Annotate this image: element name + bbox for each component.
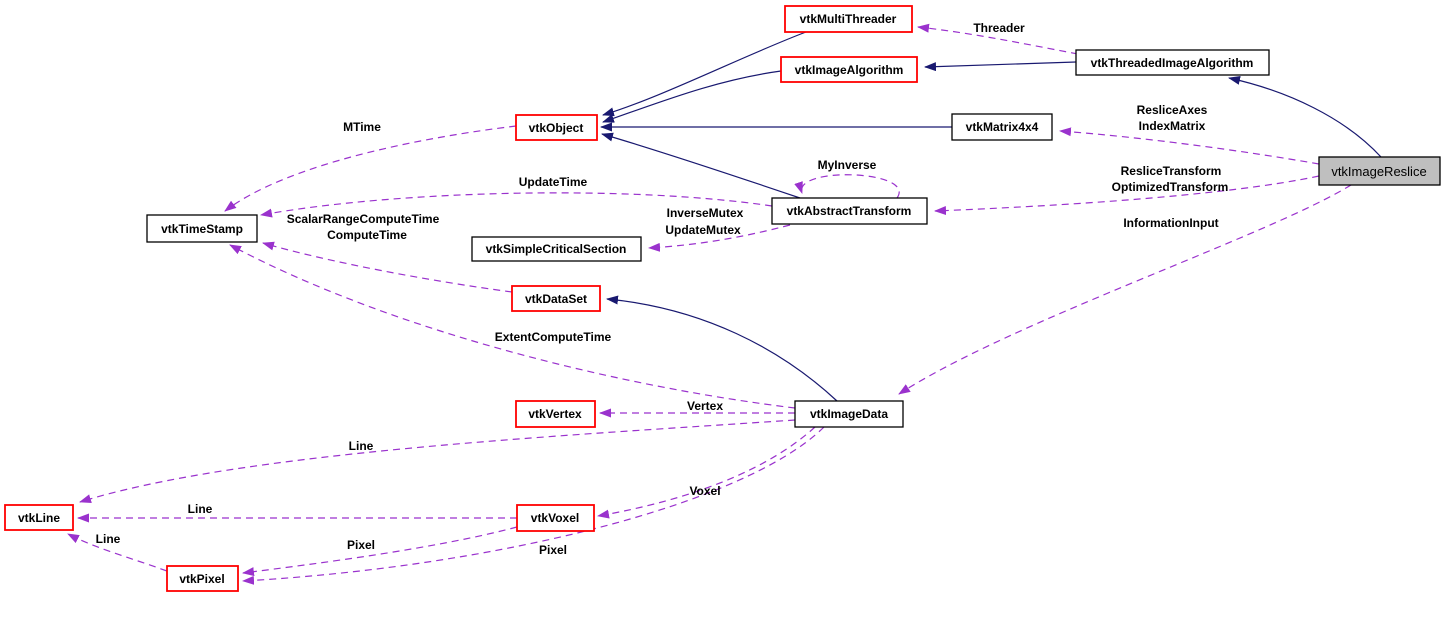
node-vtkline-box bbox=[4, 504, 74, 531]
node-vtkvoxel[interactable]: vtkVoxel bbox=[516, 504, 595, 532]
edge-pixel-from-voxel bbox=[242, 526, 518, 577]
node-vtkvoxel-label: vtkVoxel bbox=[531, 511, 579, 525]
edge-resliceaxes-indexmatrix bbox=[1059, 127, 1320, 165]
edge-label-pixel-left: Pixel bbox=[347, 538, 375, 552]
edge-label-extentcomputetime: ExtentComputeTime bbox=[495, 330, 612, 344]
edge-label-indexmatrix: IndexMatrix bbox=[1139, 119, 1206, 133]
edge-label-mtime: MTime bbox=[343, 120, 381, 134]
edge-imagereslice-to-threadedimagealgorithm bbox=[1228, 75, 1382, 158]
node-vtkthreadedimagealgorithm[interactable]: vtkThreadedImageAlgorithm bbox=[1075, 49, 1270, 76]
node-vtkvertex-box bbox=[515, 400, 596, 428]
node-vtkabstracttransform[interactable]: vtkAbstractTransform bbox=[771, 197, 928, 225]
usage-edges bbox=[67, 23, 1352, 585]
node-vtkvoxel-box bbox=[516, 504, 595, 532]
edge-abstracttransform-to-object bbox=[601, 132, 801, 199]
node-vtkobject-label: vtkObject bbox=[529, 121, 584, 135]
node-vtkimagealgorithm-label: vtkImageAlgorithm bbox=[795, 63, 904, 77]
edge-label-informationinput: InformationInput bbox=[1123, 216, 1218, 230]
edge-label-threader: Threader bbox=[973, 21, 1025, 35]
edge-label-voxel: Voxel bbox=[689, 484, 720, 498]
node-vtkdataset-label: vtkDataSet bbox=[525, 292, 587, 306]
edge-label-vertex: Vertex bbox=[687, 399, 723, 413]
edge-label-pixel-right: Pixel bbox=[539, 543, 567, 557]
edge-label-inversemutex: InverseMutex bbox=[667, 206, 744, 220]
node-vtkvertex-label: vtkVertex bbox=[528, 407, 582, 421]
node-vtkimagereslice: vtkImageReslice bbox=[1318, 156, 1441, 186]
edge-scalarrangecomputetime bbox=[262, 241, 513, 293]
node-vtkmatrix4x4-box bbox=[951, 113, 1053, 141]
edge-voxel bbox=[597, 426, 816, 519]
edge-myinverse-selfloop bbox=[794, 174, 900, 199]
edge-line-from-pixel bbox=[67, 533, 168, 572]
inheritance-edges bbox=[600, 31, 1382, 402]
edge-label-updatemutex: UpdateMutex bbox=[665, 223, 741, 237]
node-vtkobject-box bbox=[515, 114, 598, 141]
edge-label-line-top: Line bbox=[349, 439, 374, 453]
node-vtkimagedata-label: vtkImageData bbox=[810, 407, 888, 421]
edge-label-scalarrangecomputetime: ScalarRangeComputeTime bbox=[287, 212, 440, 226]
edge-label-myinverse: MyInverse bbox=[818, 158, 877, 172]
node-vtkmultithreader-label: vtkMultiThreader bbox=[800, 12, 897, 26]
node-vtkabstracttransform-label: vtkAbstractTransform bbox=[787, 204, 912, 218]
edge-updatetime bbox=[260, 192, 773, 218]
node-vtkabstracttransform-box bbox=[771, 197, 928, 225]
node-vtkimagealgorithm[interactable]: vtkImageAlgorithm bbox=[780, 56, 918, 83]
node-vtkimagereslice-box bbox=[1318, 156, 1441, 186]
node-vtkobject[interactable]: vtkObject bbox=[515, 114, 598, 141]
node-vtksimplecriticalsection-box bbox=[471, 236, 642, 262]
node-vtkimagedata-box bbox=[794, 400, 904, 428]
nodes: vtkMultiThreader vtkImageAlgorithm vtkTh… bbox=[4, 5, 1441, 592]
node-vtkvertex[interactable]: vtkVertex bbox=[515, 400, 596, 428]
edge-label-optimizedtransform: OptimizedTransform bbox=[1112, 180, 1229, 194]
node-vtktimestamp-label: vtkTimeStamp bbox=[161, 222, 243, 236]
node-vtkimagereslice-label: vtkImageReslice bbox=[1331, 164, 1426, 179]
edge-label-line-bottom: Line bbox=[96, 532, 121, 546]
node-vtkdataset[interactable]: vtkDataSet bbox=[511, 285, 601, 312]
node-vtkthreadedimagealgorithm-label: vtkThreadedImageAlgorithm bbox=[1091, 56, 1254, 70]
edge-label-resliceaxes: ResliceAxes bbox=[1137, 103, 1208, 117]
node-vtkthreadedimagealgorithm-box bbox=[1075, 49, 1270, 76]
node-vtkline-label: vtkLine bbox=[18, 511, 60, 525]
edge-label-line-mid: Line bbox=[188, 502, 213, 516]
edge-imagedata-to-dataset bbox=[606, 295, 838, 402]
node-vtktimestamp[interactable]: vtkTimeStamp bbox=[146, 214, 258, 243]
edge-multithreader-to-object bbox=[602, 31, 807, 117]
edge-pixel-from-imagedata bbox=[242, 426, 825, 585]
node-vtksimplecriticalsection[interactable]: vtkSimpleCriticalSection bbox=[471, 236, 642, 262]
node-vtkpixel-label: vtkPixel bbox=[179, 572, 224, 586]
node-vtkmatrix4x4-label: vtkMatrix4x4 bbox=[966, 120, 1039, 134]
node-vtkdataset-box bbox=[511, 285, 601, 312]
node-vtkpixel-box bbox=[166, 565, 239, 592]
edge-mtime bbox=[224, 125, 517, 212]
edge-label-reslicetransform: ResliceTransform bbox=[1121, 164, 1222, 178]
edge-line-from-imagedata bbox=[79, 419, 796, 504]
edge-informationinput bbox=[898, 184, 1352, 395]
edge-reslicetransform bbox=[934, 175, 1320, 216]
edge-label-updatetime: UpdateTime bbox=[519, 175, 588, 189]
node-vtkmultithreader-box bbox=[784, 5, 913, 33]
edge-label-computetime: ComputeTime bbox=[327, 228, 407, 242]
edge-threadedimagealgorithm-to-imagealgorithm bbox=[924, 61, 1077, 72]
node-vtkmultithreader[interactable]: vtkMultiThreader bbox=[784, 5, 913, 33]
node-vtksimplecriticalsection-label: vtkSimpleCriticalSection bbox=[486, 242, 627, 256]
node-vtkimagedata[interactable]: vtkImageData bbox=[794, 400, 904, 428]
edge-inversemutex-updatemutex bbox=[648, 224, 791, 252]
node-vtkimagealgorithm-box bbox=[780, 56, 918, 83]
node-vtkmatrix4x4[interactable]: vtkMatrix4x4 bbox=[951, 113, 1053, 141]
node-vtktimestamp-box bbox=[146, 214, 258, 243]
node-vtkline[interactable]: vtkLine bbox=[4, 504, 74, 531]
edge-labels: Threader MTime UpdateTime ScalarRangeCom… bbox=[96, 21, 1229, 557]
edge-extentcomputetime bbox=[229, 244, 796, 409]
node-vtkpixel[interactable]: vtkPixel bbox=[166, 565, 239, 592]
edge-imagealgorithm-to-object bbox=[602, 70, 782, 123]
